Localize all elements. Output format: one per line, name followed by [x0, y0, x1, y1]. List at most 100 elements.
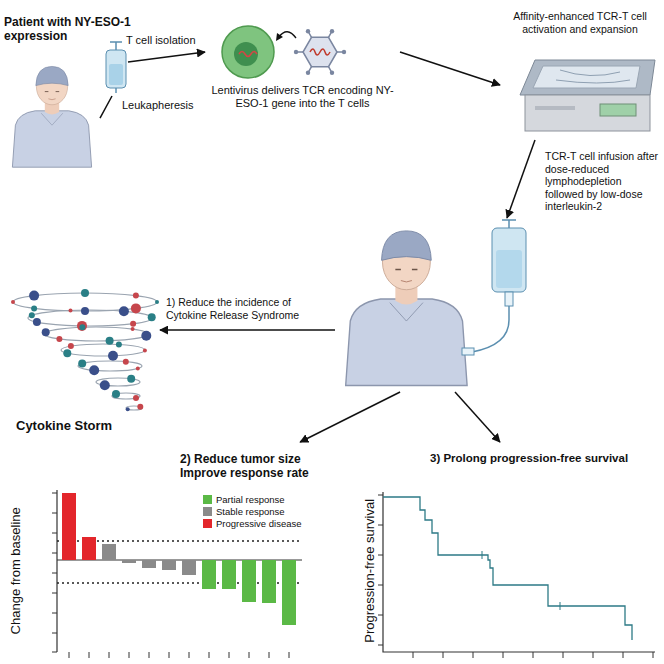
survival-chart-part [413, 652, 653, 658]
cytokine-storm-part [11, 300, 15, 304]
flow-arrow [455, 392, 500, 442]
survival-node: 3) Prolong progression-free survivalProg… [355, 442, 664, 664]
waterfall-chart-part [56, 490, 57, 652]
survival-chart-part [482, 551, 560, 610]
cell-expander-part [525, 95, 650, 131]
blood-bag-part [106, 50, 126, 88]
infusion-node: TCR-T cell infusion after dose-reduced l… [335, 218, 662, 392]
lentivirus-part [296, 31, 344, 73]
cell-expander-part [520, 60, 655, 95]
flow-arrow [507, 140, 535, 218]
cytokine-storm-part [133, 293, 139, 299]
flow-arrow [160, 329, 335, 331]
legend-text: Partial response [216, 494, 285, 505]
cytokine-storm-part [31, 305, 37, 311]
cytokine-storm-part [33, 318, 41, 326]
lentivirus-part [330, 29, 334, 33]
cytokine-storm-part [56, 336, 62, 342]
cytokine-storm-part [100, 380, 110, 390]
transduction-node: Lentivirus delivers TCR encoding NY-ESO-… [205, 18, 400, 112]
lentivirus-part [310, 49, 330, 55]
cytokine-storm-part [127, 375, 135, 383]
node-title: 2) Reduce tumor size Improve response ra… [180, 452, 330, 481]
cytokine-storm-part [106, 337, 114, 345]
cytokine-storm-part [133, 395, 139, 401]
iv-bag-part [472, 306, 509, 352]
cytokine-storm-part [136, 367, 140, 371]
flow-arrow [400, 52, 500, 85]
lentivirus-part [306, 71, 310, 75]
waterfall-chart-part [162, 560, 176, 570]
cytokine-storm-part [29, 291, 39, 301]
cytokine-storm-part [78, 361, 142, 371]
step-label: Leukapheresis [122, 99, 202, 112]
legend-text: Progressive disease [216, 518, 302, 529]
iv-bag-part [505, 292, 513, 306]
cytokine-storm-part [42, 328, 50, 336]
waterfall-chart-part [62, 493, 76, 560]
cytokine-storm-part [79, 324, 85, 330]
cell-expander-part [556, 70, 630, 83]
waterfall-chart-part [69, 652, 289, 658]
expansion-node: Affinity-enhanced TCR-T cell activation … [500, 8, 662, 140]
cytokine-storm-part [68, 343, 74, 349]
axis-title: Change from baseline [8, 496, 24, 646]
lentivirus-part [330, 71, 334, 75]
lentivirus-part [303, 37, 337, 66]
waterfall-chart-part [282, 560, 296, 625]
waterfall-chart [52, 490, 302, 658]
legend-text: Stable response [216, 506, 285, 517]
node-title: Lentivirus delivers TCR encoding NY-ESO-… [210, 84, 395, 110]
patient-figure [346, 231, 467, 386]
waterfall-chart-part [52, 493, 57, 652]
legend-swatch [203, 519, 212, 528]
survival-chart-part [383, 492, 655, 652]
node-title: 3) Prolong progression-free survival [430, 452, 662, 466]
flow-arrow [100, 52, 205, 118]
cytokine-storm-part [69, 308, 73, 312]
waterfall-node: 2) Reduce tumor size Improve response ra… [0, 442, 345, 664]
cytokine-storm-part [61, 344, 145, 356]
iv-bag-part [462, 348, 474, 355]
cytokine-storm-part [81, 307, 89, 315]
iv-bag [462, 220, 526, 355]
cytokine-storm [11, 289, 159, 411]
legend-swatch [203, 495, 212, 504]
cytokine-storm-part [155, 300, 159, 304]
storm-node: Cytokine Storm [0, 290, 160, 440]
t-cell-part [239, 52, 257, 57]
cytokine-storm-part [112, 390, 120, 398]
t-cell [222, 26, 274, 78]
node-title: Affinity-enhanced TCR-T cell activation … [500, 10, 660, 35]
survival-chart-part [383, 497, 632, 640]
cytokine-storm-part [130, 321, 136, 327]
patient-node: Patient with NY-ESO-1 expression [0, 15, 100, 165]
edge-label: T cell isolation [126, 34, 208, 47]
waterfall-chart-part [142, 560, 156, 568]
lentivirus-part [276, 33, 283, 41]
cytokine-storm-part [29, 312, 35, 318]
patient-figure-part [12, 66, 91, 167]
t-cell-part [234, 42, 258, 66]
cytokine-storm-part [119, 306, 129, 316]
waterfall-chart-part [182, 560, 196, 575]
cell-expander-part [600, 104, 636, 116]
legend-swatch [203, 507, 212, 516]
axis-title: Progression-free survival [362, 496, 378, 646]
cell-expander [520, 60, 655, 131]
iv-bag-part [496, 250, 522, 288]
cytokine-storm-part [131, 327, 135, 331]
cytokine-storm-part [126, 407, 130, 411]
cell-expander-part [535, 106, 575, 110]
survival-chart [378, 492, 655, 658]
waterfall-chart-part [122, 560, 136, 563]
blood-bag-part [109, 64, 123, 85]
lentivirus [276, 29, 346, 75]
cytokine-storm-part [78, 360, 86, 368]
iv-bag-part [492, 228, 526, 292]
cytokine-storm-part [77, 321, 87, 331]
edge-label: 1) Reduce the incidence of Cytokine Rele… [166, 296, 333, 321]
waterfall-chart-part [222, 560, 236, 589]
waterfall-chart-part [102, 544, 116, 560]
